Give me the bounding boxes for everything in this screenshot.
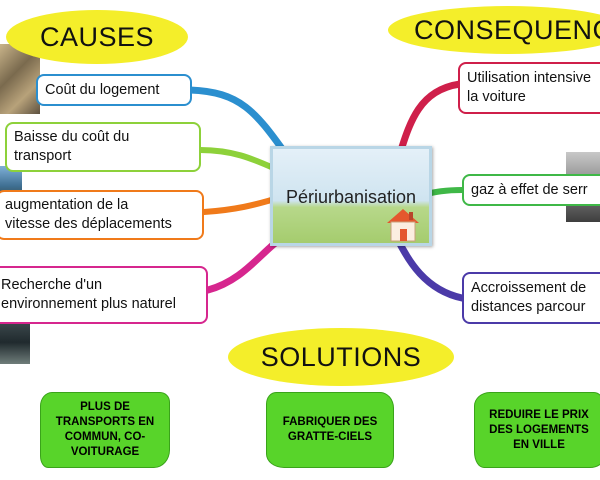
branch-baisse-cout	[197, 147, 281, 173]
consequence-label: Accroissement de distances parcour	[471, 280, 587, 315]
branch-cout-logement	[186, 86, 294, 164]
consequence-node-utilisation: Utilisation intensive la voiture	[458, 62, 600, 114]
branch-accroissement	[394, 236, 466, 302]
cause-label: augmentation de la vitesse des déplaceme…	[5, 197, 172, 232]
consequence-node-accroissement: Accroissement de distances parcour	[462, 272, 600, 324]
consequence-label: Utilisation intensive la voiture	[467, 70, 592, 105]
consequence-label: gaz à effet de serr	[471, 181, 588, 198]
central-topic: Périurbanisation	[270, 146, 432, 246]
house-icon	[387, 209, 419, 242]
branch-augmentation	[201, 195, 281, 215]
solution-box-transports: PLUS DE TRANSPORTS EN COMMUN, CO- VOITUR…	[40, 392, 170, 468]
cause-label: Coût du logement	[45, 81, 160, 98]
causes-heading: CAUSES	[6, 10, 188, 64]
cause-node-baisse-cout: Baisse du coût du transport	[5, 122, 201, 172]
solution-box-gratte-ciels: FABRIQUER DES GRATTE-CIELS	[266, 392, 394, 468]
consequences-heading: CONSEQUENC	[388, 6, 600, 54]
solution-box-prix-logements: REDUIRE LE PRIX DES LOGEMENTS EN VILLE	[474, 392, 600, 468]
cause-label: Baisse du coût du transport	[14, 129, 130, 164]
cause-node-cout-logement: Coût du logement	[36, 74, 192, 106]
cause-node-augmentation: augmentation de la vitesse des déplaceme…	[0, 190, 204, 240]
cause-node-recherche: Recherche d'un environnement plus nature…	[0, 266, 208, 324]
central-topic-title: Périurbanisation	[285, 187, 417, 207]
solutions-heading: SOLUTIONS	[228, 328, 454, 386]
consequence-node-gaz: gaz à effet de serr	[462, 174, 600, 206]
cause-label: Recherche d'un environnement plus nature…	[1, 277, 176, 312]
